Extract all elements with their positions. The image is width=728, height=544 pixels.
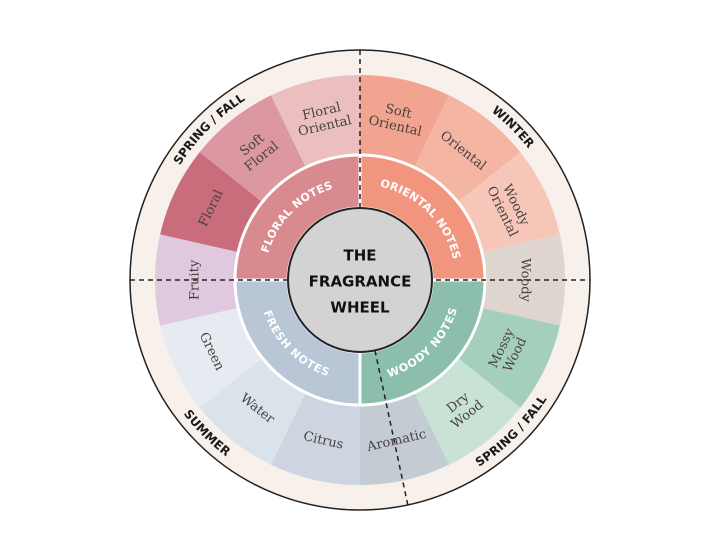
segment-water [199,357,306,465]
segment-label: Woody [518,258,533,302]
segment-ring [154,75,565,485]
segment-woody [481,234,565,326]
center-title-line-3: WHEEL [330,299,390,317]
segment-soft-floral [199,95,306,203]
segment-oriental [414,95,521,203]
segment-floral-oriental [271,75,360,168]
segment-soft-oriental [360,75,449,168]
segment-aromatic [360,392,449,485]
segment-citrus [271,392,360,485]
segment-label-group: Woody [518,258,533,302]
segment-label: Fruity [188,259,203,300]
segment-green [160,307,263,408]
center-disc [287,207,433,353]
segment-label: Soft [384,102,414,123]
center-hub: THE FRAGRANCE WHEEL [287,207,433,353]
segment-label-group: Fruity [188,259,203,300]
segment-mossy-wood [457,307,560,408]
center-title-line-1: THE [343,247,376,265]
segment-dry-wood [414,357,521,465]
center-title-line-2: FRAGRANCE [309,273,412,291]
segment-woody-oriental [457,152,560,253]
segment-floral [160,152,263,253]
